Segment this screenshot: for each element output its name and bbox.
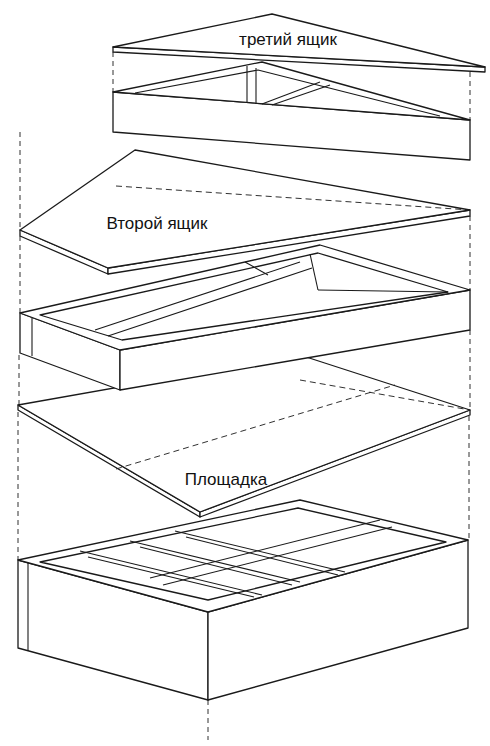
third-box	[113, 62, 470, 160]
part-name: Второй ящик	[103, 215, 210, 234]
third-lid	[113, 14, 485, 72]
guide-lines	[18, 52, 470, 740]
second-box	[20, 245, 470, 390]
part-name: третий ящик	[236, 31, 340, 50]
second-lid	[20, 150, 470, 274]
platform-lid	[18, 355, 470, 517]
base-box	[18, 500, 468, 700]
part-name: Площадка	[182, 471, 270, 490]
